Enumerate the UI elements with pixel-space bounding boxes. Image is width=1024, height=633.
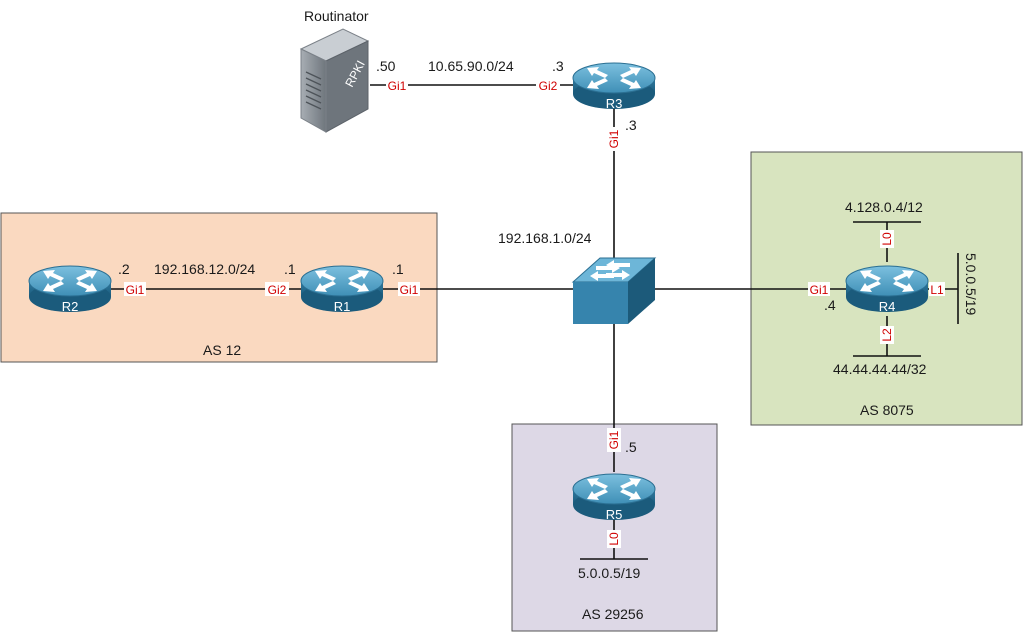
as8075-label: AS 8075 — [860, 402, 914, 418]
iface-r1-gi1-tag: Gi1 — [398, 282, 420, 297]
addr-r4-gi1: .4 — [824, 297, 836, 313]
router-r2-name: R2 — [62, 299, 79, 314]
iface-r3-gi2-tag: Gi2 — [536, 78, 560, 93]
lan-switch-icon[interactable] — [571, 257, 657, 324]
addr-r3-gi2: .3 — [552, 58, 564, 74]
addr-r5-gi1: .5 — [625, 439, 637, 455]
subnet-lan: 192.168.1.0/24 — [498, 230, 592, 246]
addr-r3-gi1: .3 — [625, 117, 637, 133]
router-r3[interactable]: R3 — [572, 62, 656, 111]
iface-r1-gi1: Gi1 — [400, 283, 419, 297]
routinator-title: Routinator — [304, 8, 369, 24]
addr-routinator: .50 — [376, 58, 396, 74]
r5-l0-prefix: 5.0.0.5/19 — [578, 565, 640, 581]
iface-r4-l1-tag: L1 — [929, 282, 945, 297]
iface-r2-gi1: Gi1 — [126, 283, 145, 297]
as29256-label: AS 29256 — [582, 606, 644, 622]
iface-r4-l1: L1 — [930, 283, 944, 297]
iface-routinator-gi1: Gi1 — [388, 79, 407, 93]
addr-r1-gi1: .1 — [392, 261, 404, 277]
router-r5[interactable]: R5 — [572, 473, 656, 522]
router-r2[interactable]: R2 — [28, 265, 112, 314]
router-r1[interactable]: R1 — [300, 265, 384, 314]
iface-r1-gi2-tag: Gi2 — [265, 282, 289, 297]
router-r4-name: R4 — [879, 299, 896, 314]
iface-r5-l0: L0 — [607, 532, 621, 546]
r4-l2-prefix: 44.44.44.44/32 — [833, 361, 927, 377]
iface-r5-gi1: Gi1 — [607, 430, 621, 449]
iface-r1-gi2: Gi2 — [268, 283, 287, 297]
iface-r4-l0: L0 — [880, 232, 894, 246]
addr-r2-gi1: .2 — [118, 261, 130, 277]
iface-r5-l0-tag: L0 — [607, 530, 621, 548]
iface-r4-l2-tag: L2 — [880, 326, 894, 344]
subnet-r1-r2-link: 192.168.12.0/24 — [154, 261, 255, 277]
iface-r5-gi1-tag: Gi1 — [607, 428, 621, 452]
r4-l0-prefix: 4.128.0.4/12 — [845, 199, 923, 215]
router-r5-name: R5 — [606, 507, 623, 522]
iface-r2-gi1-tag: Gi1 — [124, 282, 146, 297]
as12-label: AS 12 — [203, 342, 241, 358]
iface-routinator-gi1-tag: Gi1 — [386, 78, 408, 93]
rpki-server-icon[interactable]: RPKI — [299, 28, 370, 133]
router-r3-name: R3 — [606, 96, 623, 111]
iface-r4-l2: L2 — [880, 328, 894, 342]
router-r4[interactable]: R4 — [845, 265, 929, 314]
r4-l1-prefix: 5.0.0.5/19 — [963, 253, 979, 315]
iface-r3-gi1: Gi1 — [607, 129, 621, 148]
subnet-rpki-link: 10.65.90.0/24 — [428, 58, 514, 74]
iface-r4-gi1: Gi1 — [810, 283, 829, 297]
iface-r4-gi1-tag: Gi1 — [808, 282, 830, 297]
addr-r1-gi2: .1 — [284, 261, 296, 277]
iface-r4-l0-tag: L0 — [880, 230, 894, 248]
iface-r3-gi2: Gi2 — [539, 79, 558, 93]
router-r1-name: R1 — [334, 299, 351, 314]
iface-r3-gi1-tag: Gi1 — [607, 127, 621, 151]
